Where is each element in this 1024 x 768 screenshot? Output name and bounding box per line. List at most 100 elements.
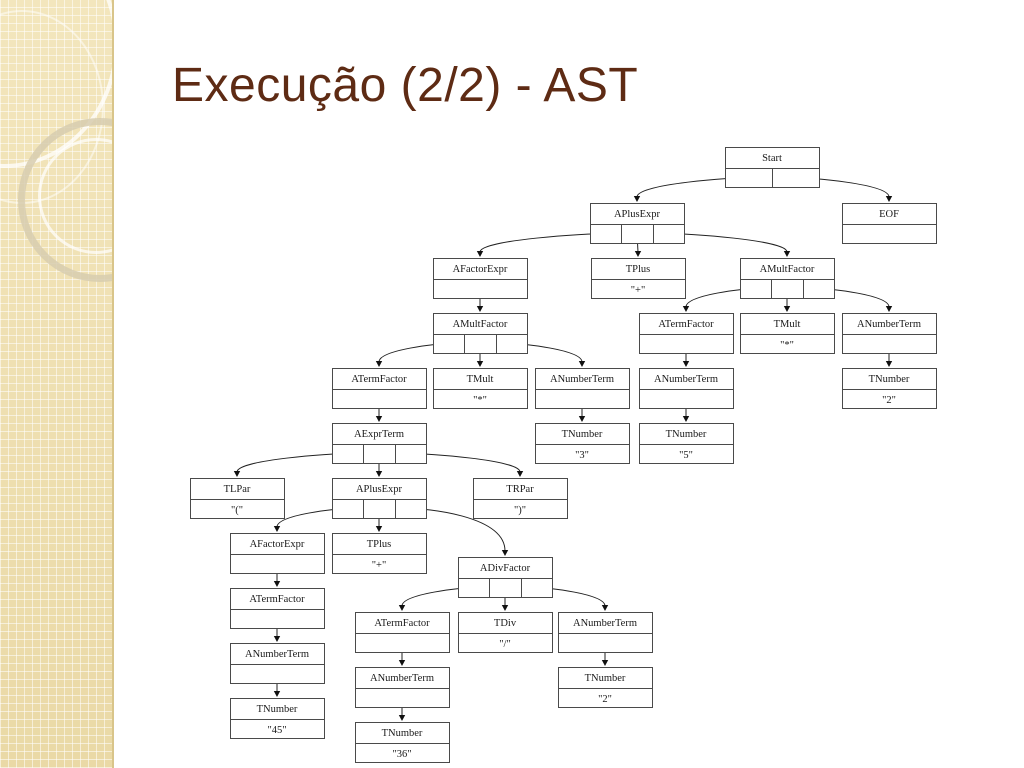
node-label: ANumberTerm — [550, 374, 614, 385]
ast-node: ATermFactor — [230, 588, 325, 629]
node-box — [433, 258, 528, 299]
node-box — [458, 557, 553, 598]
node-box — [230, 698, 325, 739]
node-box — [473, 478, 568, 519]
edge-arrowhead — [476, 251, 484, 257]
node-label: ANumberTerm — [573, 618, 637, 629]
edge-arrowhead — [885, 361, 893, 367]
node-box — [590, 203, 685, 244]
edge-arrowhead — [273, 581, 281, 587]
ast-node: AFactorExpr — [433, 258, 528, 299]
node-box — [190, 478, 285, 519]
node-label: ATermFactor — [351, 374, 407, 385]
edge-arrowhead — [398, 605, 406, 611]
edge-arrowhead — [885, 306, 893, 312]
ast-node: TRPar")" — [473, 478, 568, 519]
ast-node: ANumberTerm — [842, 313, 937, 354]
tree-edge — [410, 453, 521, 473]
node-box — [355, 667, 450, 708]
node-value: "+" — [372, 560, 387, 571]
ast-node: TPlus"+" — [332, 533, 427, 574]
node-label: APlusExpr — [356, 484, 403, 495]
edge-arrowhead — [501, 605, 509, 611]
ast-node: ANumberTerm — [355, 667, 450, 708]
edge-arrowhead — [682, 416, 690, 422]
node-value: "*" — [473, 395, 487, 406]
ast-node: EOF — [842, 203, 937, 244]
edge-arrowhead — [634, 251, 642, 257]
sidebar-divider — [112, 0, 114, 768]
node-value: "+" — [631, 285, 646, 296]
ast-node: ANumberTerm — [230, 643, 325, 684]
edge-arrowhead — [233, 471, 241, 477]
tree-edge — [668, 233, 788, 253]
node-label: ANumberTerm — [245, 649, 309, 660]
ast-node: ANumberTerm — [639, 368, 734, 409]
edge-arrowhead — [578, 361, 586, 367]
node-box — [332, 423, 427, 464]
edge-arrowhead — [783, 306, 791, 312]
edge-arrowhead — [375, 526, 383, 532]
node-label: AMultFactor — [453, 319, 508, 330]
edge-arrowhead — [273, 636, 281, 642]
ast-node: TNumber"45" — [230, 698, 325, 739]
ast-node: APlusExpr — [590, 203, 685, 244]
edge-arrowhead — [273, 526, 281, 532]
node-box — [332, 533, 427, 574]
node-box — [433, 368, 528, 409]
edge-arrowhead — [476, 361, 484, 367]
node-value: "(" — [231, 505, 243, 516]
node-label: TMult — [467, 374, 494, 385]
edge-arrowhead — [476, 306, 484, 312]
ast-node: TDiv"/" — [458, 612, 553, 653]
node-box — [740, 313, 835, 354]
node-label: TNumber — [869, 374, 910, 385]
node-box — [639, 313, 734, 354]
slide-title: Execução (2/2) - AST — [172, 59, 639, 112]
edge-arrowhead — [273, 691, 281, 697]
ast-node: ATermFactor — [332, 368, 427, 409]
ast-node: AMultFactor — [433, 313, 528, 354]
ast-node: ATermFactor — [639, 313, 734, 354]
ast-node: AMultFactor — [740, 258, 835, 299]
ast-node: ATermFactor — [355, 612, 450, 653]
node-value: "2" — [598, 694, 612, 705]
ast-node: ANumberTerm — [558, 612, 653, 653]
node-label: TRPar — [506, 484, 534, 495]
edge-arrowhead — [601, 605, 609, 611]
node-label: TNumber — [666, 429, 707, 440]
node-label: EOF — [879, 209, 899, 220]
node-value: "5" — [679, 450, 693, 461]
node-label: ATermFactor — [658, 319, 714, 330]
ast-node: Start — [725, 147, 820, 188]
node-box — [558, 667, 653, 708]
node-label: ANumberTerm — [370, 673, 434, 684]
ast-node: ADivFactor — [458, 557, 553, 598]
node-label: TLPar — [224, 484, 251, 495]
node-value: "2" — [882, 395, 896, 406]
edge-arrowhead — [578, 416, 586, 422]
node-label: TNumber — [382, 728, 423, 739]
edge-arrowhead — [516, 471, 524, 477]
node-label: ATermFactor — [249, 594, 305, 605]
node-box — [591, 258, 686, 299]
node-value: "45" — [267, 725, 286, 736]
node-box — [740, 258, 835, 299]
node-box — [842, 203, 937, 244]
edge-arrowhead — [398, 660, 406, 666]
ast-node: TMult "*" — [433, 368, 528, 409]
ast-node: TNumber"2" — [558, 667, 653, 708]
node-label: ANumberTerm — [654, 374, 718, 385]
node-label: Start — [762, 153, 782, 164]
node-box — [535, 423, 630, 464]
tree-edge — [236, 453, 348, 473]
ast-node: AExprTerm — [332, 423, 427, 464]
edge-arrowhead — [375, 471, 383, 477]
node-box — [230, 588, 325, 629]
ast-node: TLPar "(" — [190, 478, 285, 519]
edge-arrowhead — [682, 361, 690, 367]
ast-node: TNumber"3" — [535, 423, 630, 464]
node-box — [355, 612, 450, 653]
